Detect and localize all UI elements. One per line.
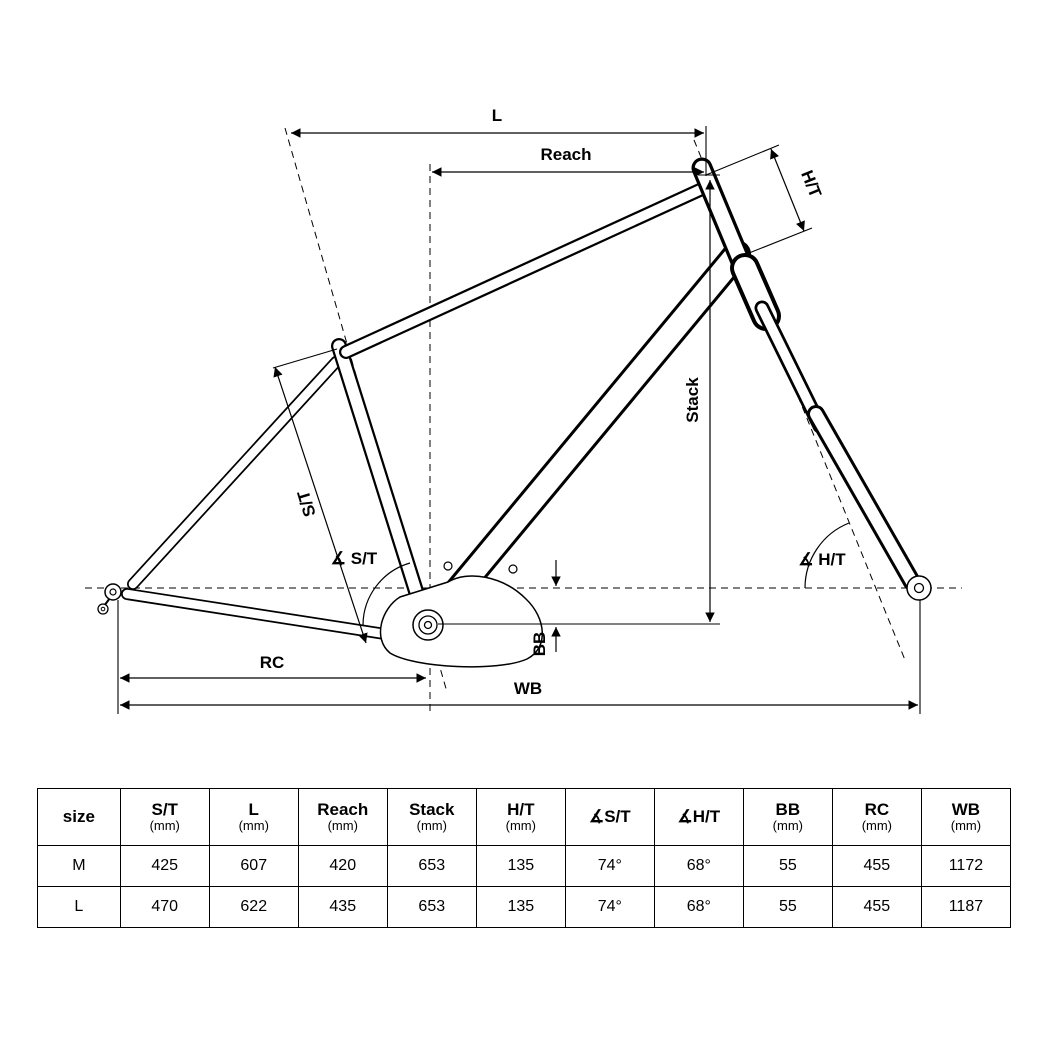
- column-label: Reach: [317, 799, 369, 819]
- column-header-ht: H/T(mm): [475, 788, 566, 846]
- column-label: WB: [951, 799, 981, 819]
- column-label: S/T: [151, 799, 178, 819]
- column-label: H/T: [507, 799, 535, 819]
- bottom-bracket: [412, 609, 444, 641]
- column-header-angle_ht: ∡H/T: [653, 788, 744, 846]
- value-cell: 470: [119, 886, 210, 928]
- column-label: RC: [864, 799, 890, 819]
- column-unit: (mm): [327, 818, 358, 834]
- column-unit: (mm): [772, 818, 803, 834]
- value-cell: 74°: [564, 845, 655, 887]
- dimension-labels: L Reach H/T Stack S/T ∡ S/T ∡ H/T BB RC …: [260, 106, 847, 698]
- label-wb: WB: [514, 679, 542, 698]
- value-cell: 55: [742, 886, 833, 928]
- value-cell: 607: [208, 845, 299, 887]
- value-cell: 68°: [653, 845, 744, 887]
- label-ht: H/T: [797, 168, 825, 201]
- column-unit: (mm): [149, 818, 180, 834]
- frame-bolts: [443, 561, 518, 574]
- column-unit: (mm): [238, 818, 269, 834]
- down-tube: [436, 240, 751, 614]
- column-label: Stack: [409, 799, 455, 819]
- column-label: ∡S/T: [588, 807, 631, 827]
- label-angle-st: ∡ S/T: [331, 549, 378, 568]
- value-cell: 68°: [653, 886, 744, 928]
- dimension-lines: [120, 128, 918, 710]
- value-cell: 622: [208, 886, 299, 928]
- label-reach: Reach: [540, 145, 591, 164]
- top-tube: [339, 182, 709, 359]
- size-cell: M: [37, 845, 121, 887]
- column-header-stack: Stack(mm): [386, 788, 477, 846]
- column-header-bb: BB(mm): [742, 788, 833, 846]
- value-cell: 1187: [920, 886, 1012, 928]
- ext-ht-top: [705, 144, 780, 176]
- frame-geometry-diagram: L Reach H/T Stack S/T ∡ S/T ∡ H/T BB RC …: [85, 106, 962, 714]
- column-label: L: [248, 799, 259, 819]
- dim-ht: [770, 148, 805, 232]
- column-label: size: [62, 807, 95, 827]
- value-cell: 1172: [920, 845, 1012, 887]
- ext-ht-bottom: [738, 227, 813, 258]
- column-header-reach: Reach(mm): [297, 788, 388, 846]
- column-header-angle_st: ∡S/T: [564, 788, 655, 846]
- column-header-st: S/T(mm): [119, 788, 210, 846]
- rear-dropout: [97, 583, 122, 615]
- value-cell: 653: [386, 845, 477, 887]
- value-cell: 55: [742, 845, 833, 887]
- bike-frame-drawing: [97, 157, 932, 668]
- label-stack: Stack: [683, 377, 702, 423]
- extension-lines: [117, 126, 921, 714]
- label-l: L: [492, 106, 502, 125]
- column-header-rc: RC(mm): [831, 788, 922, 846]
- column-unit: (mm): [861, 818, 893, 834]
- fork-stanchion: [754, 300, 828, 434]
- value-cell: 425: [119, 845, 210, 887]
- value-cell: 74°: [564, 886, 655, 928]
- arc-angle-ht: [804, 522, 850, 589]
- value-cell: 135: [475, 845, 566, 887]
- value-cell: 135: [475, 886, 566, 928]
- ext-st-top: [272, 348, 338, 369]
- column-header-size: size: [37, 788, 121, 846]
- column-unit: (mm): [416, 818, 447, 834]
- value-cell: 435: [297, 886, 388, 928]
- column-unit: (mm): [950, 818, 982, 834]
- seat-stay: [127, 356, 342, 590]
- column-label: BB: [775, 799, 801, 819]
- value-cell: 420: [297, 845, 388, 887]
- value-cell: 455: [831, 845, 922, 887]
- front-hub: [906, 575, 932, 601]
- column-header-wb: WB(mm): [920, 788, 1012, 846]
- value-cell: 455: [831, 886, 922, 928]
- column-unit: (mm): [505, 818, 536, 834]
- fork-lower-leg: [807, 405, 921, 591]
- size-cell: L: [37, 886, 121, 928]
- label-rc: RC: [260, 653, 285, 672]
- arc-angle-st: [362, 562, 411, 626]
- head-tube: [691, 157, 753, 275]
- label-angle-ht: ∡ H/T: [798, 550, 846, 569]
- motor-housing: [379, 575, 543, 668]
- value-cell: 653: [386, 886, 477, 928]
- label-bb: BB: [530, 632, 549, 657]
- column-label: ∡H/T: [677, 807, 721, 827]
- column-header-l: L(mm): [208, 788, 299, 846]
- dim-st: [273, 366, 368, 644]
